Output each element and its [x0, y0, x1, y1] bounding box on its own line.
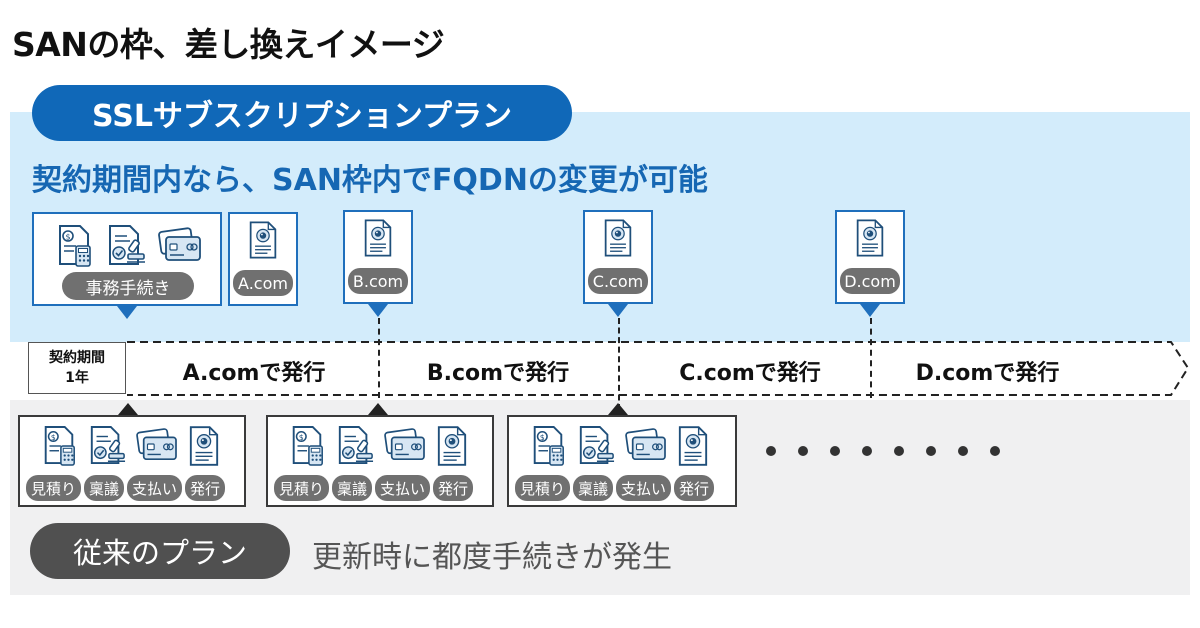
traditional-plan-description: 更新時に都度手続きが発生: [312, 540, 672, 575]
timeline-divider-d: [870, 318, 872, 398]
timeline-segment-b: B.comで発行: [426, 361, 570, 386]
approval-stamp-icon: [88, 425, 126, 467]
certificate-icon: [188, 425, 220, 467]
traditional-cycle-card-1: 見積り 稟議 支払い 発行: [18, 415, 246, 507]
ssl-plan-label: SSLサブスクリプションプラン: [32, 85, 572, 141]
step-estimate: 見積り: [274, 475, 330, 501]
step-approval: 稟議: [573, 475, 614, 501]
traditional-cycle-card-2: 見積り 稟議 支払い 発行: [266, 415, 494, 507]
certificate-icon: [855, 218, 885, 258]
step-approval: 稟議: [84, 475, 125, 501]
credit-card-icon: [384, 425, 426, 463]
domain-b-pointer: [368, 304, 388, 317]
step-estimate: 見積り: [515, 475, 571, 501]
step-issue: 発行: [433, 475, 474, 501]
approval-stamp-icon: [336, 425, 374, 467]
renewal-pointer-2: [368, 403, 388, 415]
certificate-icon: [677, 425, 709, 467]
timeline-divider-c: [618, 318, 620, 410]
page-title: SANの枠、差し換えイメージ: [12, 25, 445, 64]
step-approval: 稟議: [332, 475, 373, 501]
admin-procedure-chip: 事務手続き: [62, 272, 194, 300]
admin-pointer: [117, 306, 137, 319]
domain-c-pointer: [608, 304, 628, 317]
timeline-segment-a: A.comで発行: [182, 361, 326, 386]
timeline-segment-c: C.comで発行: [679, 361, 821, 386]
domain-chip-b: B.com: [348, 268, 408, 294]
domain-card-d: D.com: [835, 210, 905, 304]
domain-card-b: B.com: [343, 210, 413, 304]
renewal-pointer-3: [608, 403, 628, 415]
domain-chip-c: C.com: [588, 268, 648, 294]
certificate-icon: [363, 218, 393, 258]
step-payment: 支払い: [127, 475, 183, 501]
ssl-admin-card: 事務手続き: [32, 212, 222, 306]
invoice-calculator-icon: [54, 224, 94, 268]
step-payment: 支払い: [375, 475, 431, 501]
traditional-cycle-card-3: 見積り 稟議 支払い 発行: [507, 415, 737, 507]
traditional-plan-label: 従来のプラン: [30, 523, 290, 579]
invoice-calculator-icon: [529, 425, 567, 467]
step-issue: 発行: [185, 475, 226, 501]
approval-stamp-icon: [106, 224, 146, 268]
domain-card-a: A.com: [228, 212, 298, 306]
credit-card-icon: [158, 224, 202, 264]
contract-period-duration: 1年: [65, 370, 89, 386]
timeline-segment-d: D.comで発行: [915, 361, 1060, 386]
step-issue: 発行: [674, 475, 715, 501]
invoice-calculator-icon: [40, 425, 78, 467]
approval-stamp-icon: [577, 425, 615, 467]
contract-period-label: 契約期間: [49, 350, 105, 366]
certificate-icon: [436, 425, 468, 467]
certificate-icon: [603, 218, 633, 258]
domain-chip-d: D.com: [840, 268, 900, 294]
contract-timeline-arrow: [127, 341, 1190, 396]
timeline-divider-b: [378, 318, 380, 398]
certificate-icon: [248, 220, 278, 260]
continuation-dots: [766, 446, 1000, 456]
credit-card-icon: [136, 425, 178, 463]
domain-chip-a: A.com: [233, 270, 293, 296]
step-estimate: 見積り: [26, 475, 82, 501]
credit-card-icon: [625, 425, 667, 463]
contract-period-box: 契約期間 1年: [28, 342, 126, 394]
renewal-pointer-1: [118, 403, 138, 415]
ssl-plan-description: 契約期間内なら、SAN枠内でFQDNの変更が可能: [32, 163, 708, 198]
invoice-calculator-icon: [288, 425, 326, 467]
step-payment: 支払い: [616, 475, 672, 501]
domain-d-pointer: [860, 304, 880, 317]
domain-card-c: C.com: [583, 210, 653, 304]
